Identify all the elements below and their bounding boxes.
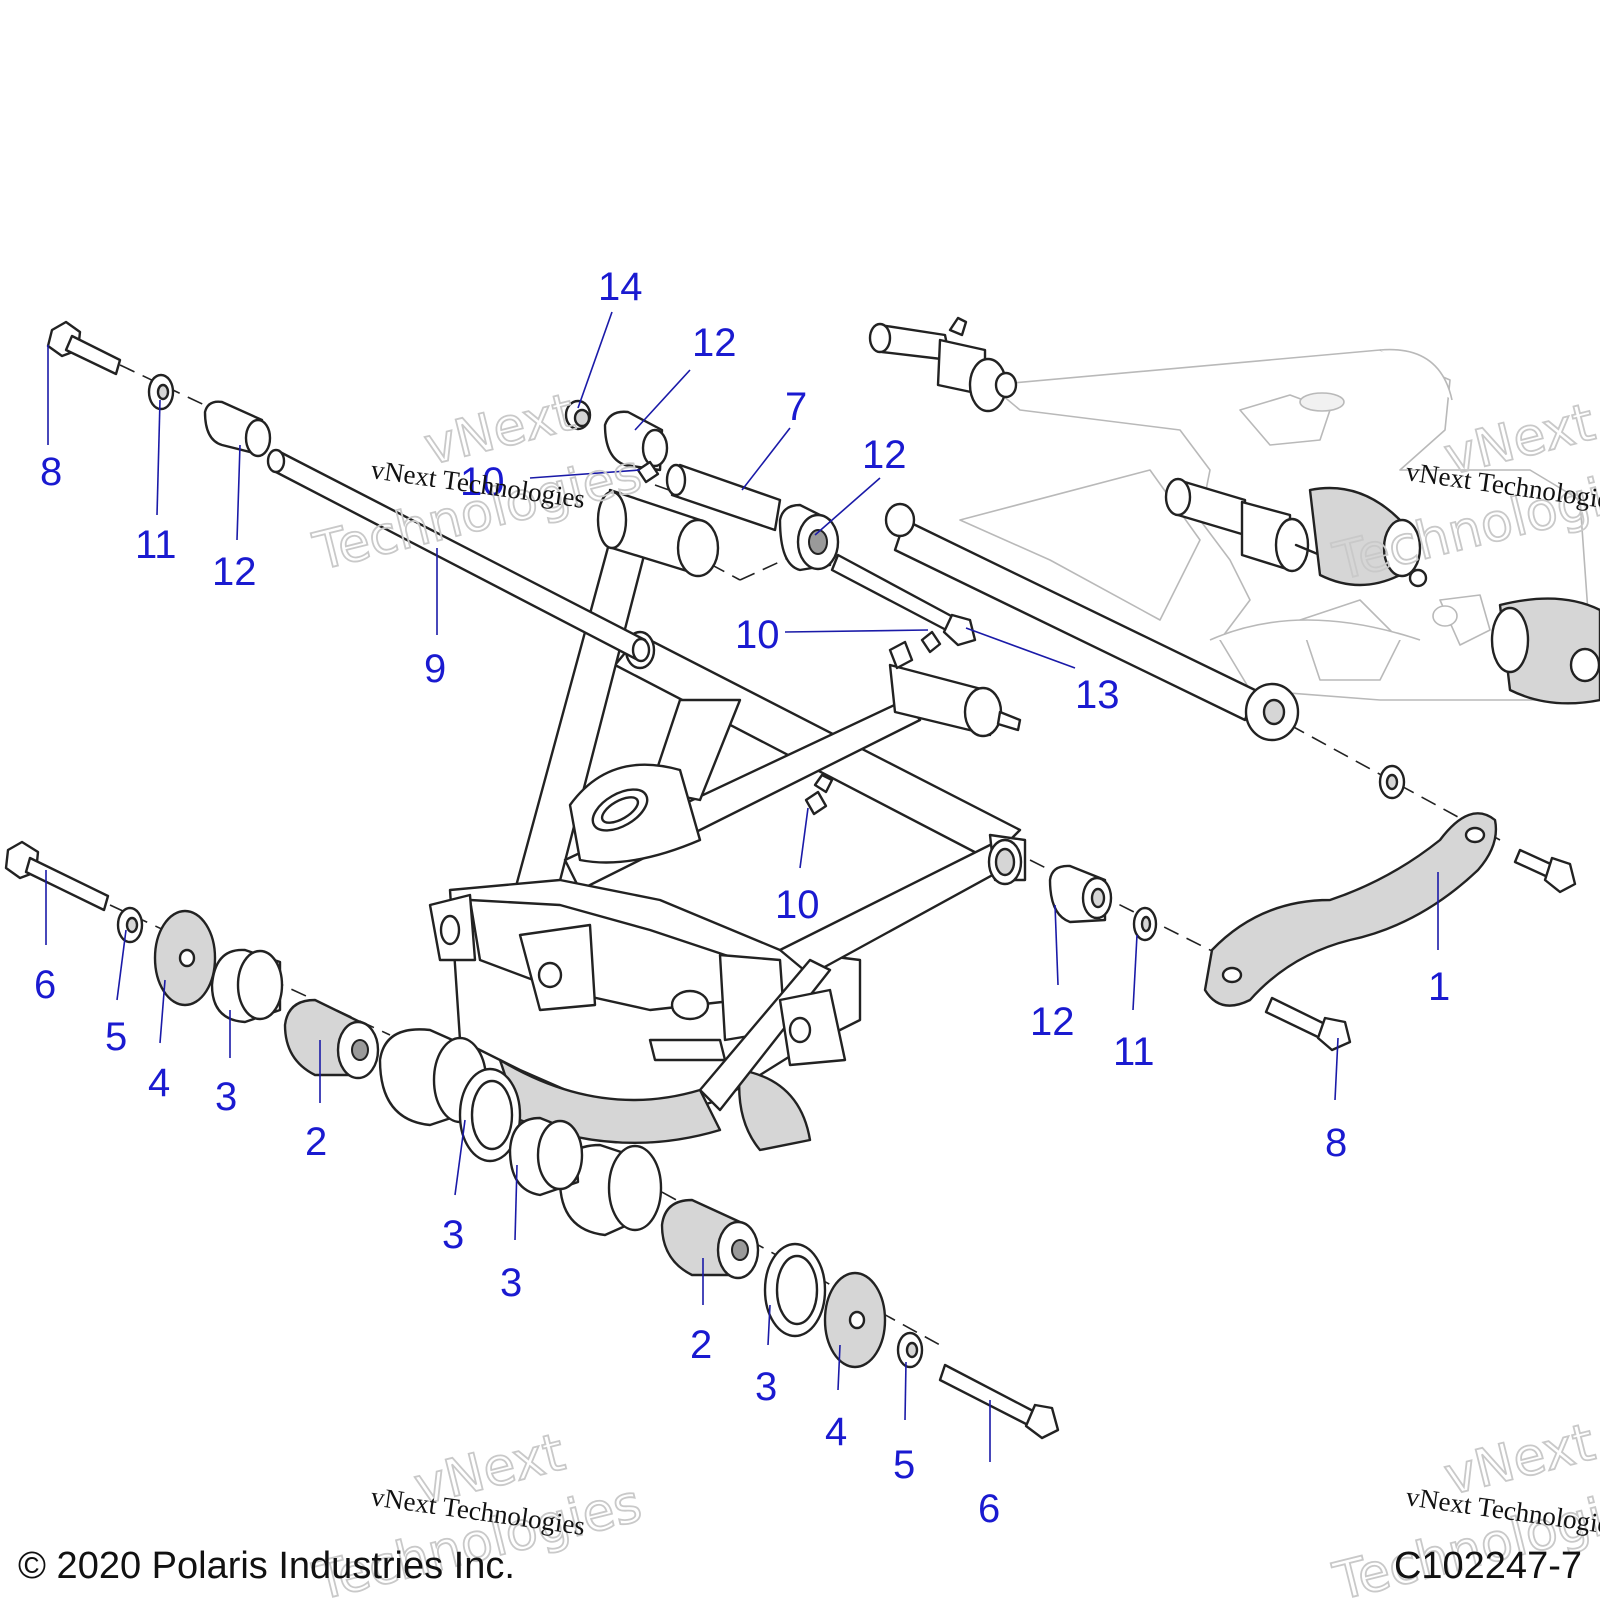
- callout-11: 11: [135, 523, 177, 567]
- link-plate-1: [1203, 812, 1498, 1007]
- callout-10: 10: [460, 460, 505, 504]
- bushing-2-right: [660, 1198, 760, 1280]
- washer-11-upper: [147, 373, 175, 411]
- callout-1: 1: [1428, 965, 1450, 1009]
- callout-12: 12: [862, 433, 907, 477]
- callout-12: 12: [692, 321, 737, 365]
- callout-10: 10: [775, 883, 820, 927]
- bushing-12-upper-right: [778, 503, 840, 572]
- bushing-12-upper-left: [203, 400, 272, 458]
- callout-3: 3: [442, 1213, 464, 1257]
- rear-pivot-rod: [884, 502, 1300, 742]
- callout-10: 10: [735, 613, 780, 657]
- callout-5: 5: [105, 1015, 127, 1059]
- ghost-pivot-fitting-middle: [1164, 477, 1428, 588]
- bolt-6-left: [4, 840, 110, 912]
- callout-14: 14: [598, 265, 643, 309]
- bushing-12-lower: [1048, 864, 1113, 924]
- bolt-6-right: [938, 1363, 1060, 1440]
- figure-code: C102247-7: [1394, 1545, 1582, 1587]
- sleeve-7: [665, 463, 782, 532]
- rear-washer: [1378, 764, 1406, 800]
- ghost-pivot-fitting-right: [1490, 597, 1600, 705]
- bolt-far-right: [1513, 848, 1577, 894]
- callout-numbers: 14 12 7 12 8 11 12 10 9 10 13 10 6 5 4 3…: [34, 265, 1450, 1531]
- pivot-bolt-13: [830, 553, 977, 647]
- callout-leaders: [45, 311, 1439, 1462]
- ghost-pivot-fitting-upper: [868, 316, 1018, 413]
- seal-3-center: [508, 1116, 584, 1197]
- callout-5: 5: [893, 1443, 915, 1487]
- seal-3-center-left: [458, 1067, 522, 1163]
- callout-4: 4: [148, 1061, 170, 1105]
- callout-2: 2: [690, 1323, 712, 1367]
- callout-3: 3: [755, 1365, 777, 1409]
- callout-13: 13: [1075, 673, 1120, 717]
- callout-7: 7: [785, 385, 807, 429]
- callout-12: 12: [1030, 1000, 1075, 1044]
- pivot-rod-9: [266, 448, 651, 663]
- callout-2: 2: [305, 1120, 327, 1164]
- copyright-notice: © 2020 Polaris Industries Inc.: [18, 1545, 515, 1587]
- washer-5-left: [116, 906, 144, 944]
- bushing-12-upper-center: [603, 410, 669, 472]
- seal-3-right: [763, 1242, 827, 1338]
- seal-3-left: [210, 948, 284, 1024]
- callout-6: 6: [978, 1487, 1000, 1531]
- washer-5-right: [896, 1331, 924, 1369]
- callout-4: 4: [825, 1410, 847, 1454]
- thrust-washer-4-left: [153, 909, 217, 1007]
- arm-lower-bushing-right: [558, 1143, 663, 1237]
- a-arm-frame: [428, 488, 1027, 1152]
- callout-12: 12: [212, 550, 257, 594]
- callout-11: 11: [1113, 1030, 1155, 1074]
- grease-zerk-10-upper: [636, 460, 660, 484]
- callout-3: 3: [215, 1075, 237, 1119]
- bolt-8-lower: [1264, 996, 1352, 1052]
- callout-8: 8: [40, 450, 62, 494]
- callout-9: 9: [424, 647, 446, 691]
- bolt-8-upper: [46, 320, 122, 376]
- thrust-washer-4-right: [823, 1271, 887, 1369]
- grease-zerk-10-lower: [804, 790, 828, 816]
- callout-8: 8: [1325, 1121, 1347, 1165]
- bushing-2-left: [283, 998, 380, 1080]
- grease-fitting-14: [564, 399, 592, 431]
- grease-zerk-10-middle: [920, 630, 942, 654]
- callout-6: 6: [34, 963, 56, 1007]
- callout-3: 3: [500, 1261, 522, 1305]
- washer-11-lower: [1132, 906, 1158, 942]
